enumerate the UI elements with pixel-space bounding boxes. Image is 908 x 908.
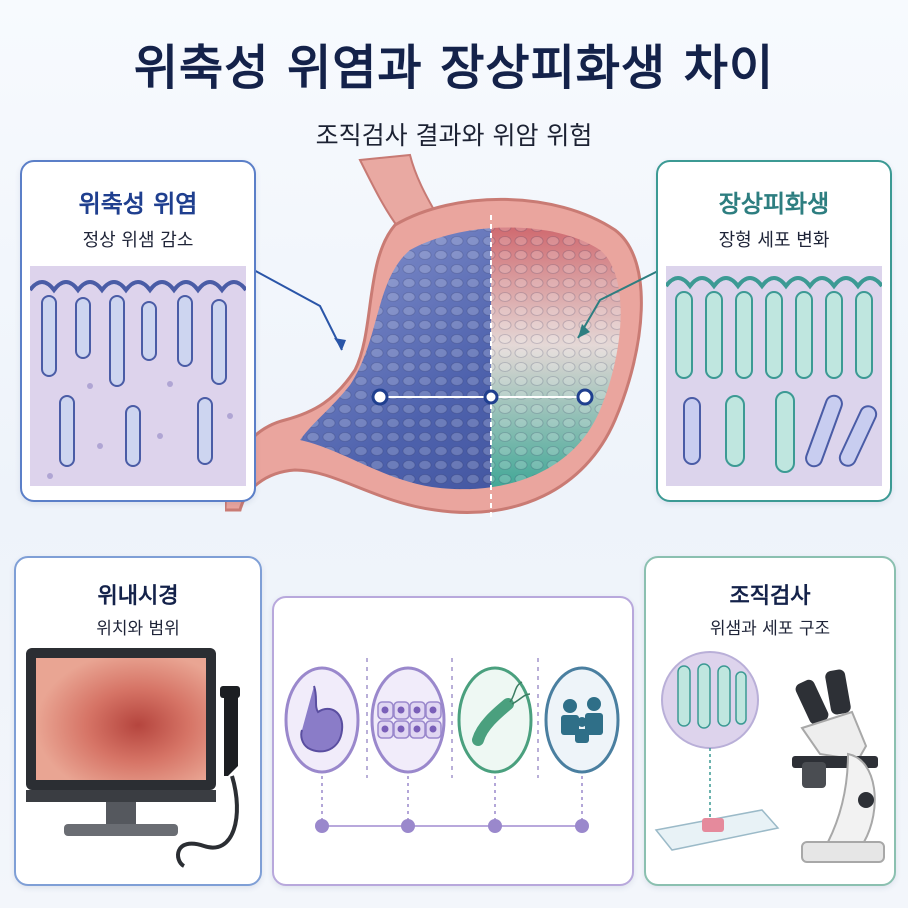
marker-left [371, 388, 389, 406]
marker-right [576, 388, 594, 406]
people-icon [544, 666, 620, 774]
atrophic-subtitle: 정상 위샘 감소 [82, 230, 194, 251]
cells-icon [370, 666, 446, 774]
card-risk-factors [272, 596, 634, 886]
card-endoscopy: 위내시경 위치와 범위 [14, 556, 262, 886]
biopsy-title: 조직검사 [729, 584, 811, 609]
stomach-illustration [225, 153, 643, 520]
bacteria-icon [457, 666, 533, 774]
metaplasia-tissue-illustration [666, 266, 882, 486]
metaplasia-subtitle: 장형 세포 변화 [718, 230, 830, 251]
atrophic-title: 위축성 위염 [78, 190, 198, 218]
page-title: 위축성 위염과 장상피화생 차이 [133, 40, 775, 96]
card-biopsy: 조직검사 위샘과 세포 구조 [644, 556, 896, 886]
stomach-icon [284, 666, 360, 774]
endoscope-monitor-illustration [26, 648, 240, 868]
marker-center [483, 389, 499, 405]
endoscopy-title: 위내시경 [97, 584, 179, 609]
card-intestinal-metaplasia: 장상피화생 장형 세포 변화 [656, 160, 892, 502]
atrophic-tissue-illustration [30, 266, 246, 486]
risk-factor-timeline [284, 658, 620, 833]
biopsy-subtitle: 위샘과 세포 구조 [709, 619, 831, 639]
metaplasia-title: 장상피화생 [718, 190, 830, 218]
card-atrophic-gastritis: 위축성 위염 정상 위샘 감소 [20, 160, 256, 502]
microscope-illustration [654, 651, 885, 863]
page-subtitle: 조직검사 결과와 위암 위험 [315, 121, 593, 150]
endoscopy-subtitle: 위치와 범위 [96, 619, 180, 639]
